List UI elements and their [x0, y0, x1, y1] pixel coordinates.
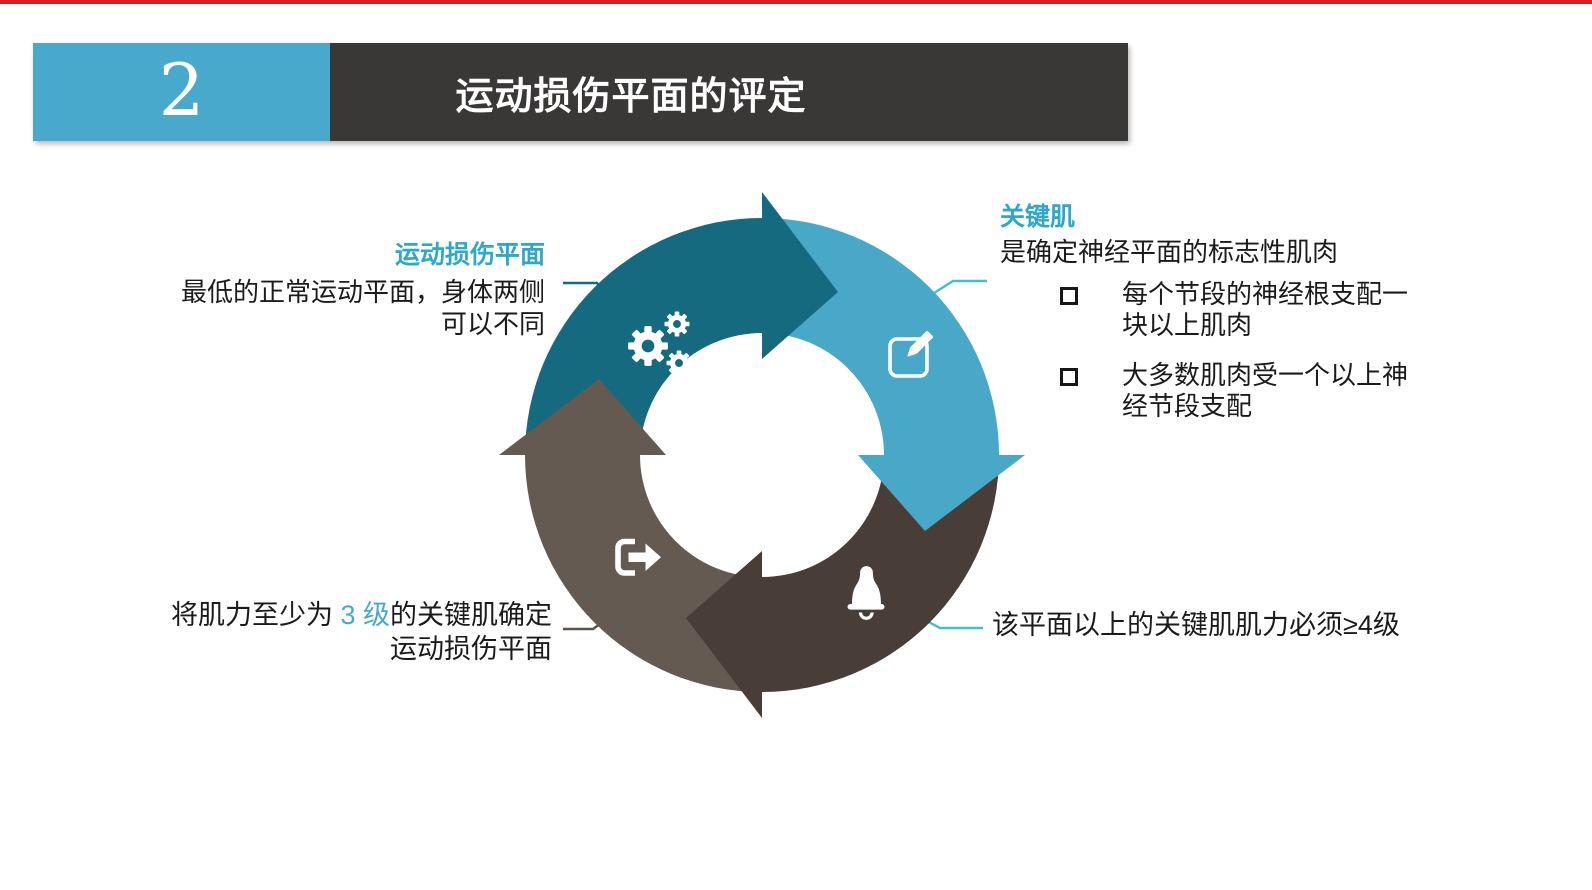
callout-text-line: 该平面以上的关键肌肌力必须≥4级 — [992, 610, 1400, 640]
bullet-item: 大多数肌肉受一个以上神经节段支配 — [1060, 360, 1430, 422]
callout-strength-requirement: 该平面以上的关键肌肌力必须≥4级 — [992, 608, 1400, 642]
bullet-text: 大多数肌肉受一个以上神经节段支配 — [1122, 360, 1409, 421]
text-suffix: 的关键肌确定 — [390, 600, 552, 630]
arrowhead-left — [499, 379, 666, 455]
callout-text-line: 可以不同 — [440, 309, 545, 339]
bullet-item: 每个节段的神经根支配一块以上肌肉 — [1060, 279, 1430, 341]
callout-subtitle: 是确定神经平面的标志性肌肉 — [1000, 237, 1339, 267]
callout-key-muscles: 关键肌 是确定神经平面的标志性肌肉 每个节段的神经根支配一块以上肌肉 大多数肌肉… — [1000, 202, 1430, 441]
callout-grade-3: 将肌力至少为 3 级的关键肌确定 运动损伤平面 — [122, 598, 552, 666]
arrowhead-bottom — [686, 551, 762, 718]
top-red-strip — [0, 0, 1592, 4]
highlight-grade: 3 级 — [340, 600, 390, 630]
square-bullet-icon — [1060, 287, 1078, 305]
arrowhead-right — [858, 455, 1025, 531]
text-prefix: 将肌力至少为 — [170, 600, 341, 630]
exit-icon — [615, 538, 661, 576]
callout-text-line: 运动损伤平面 — [390, 634, 552, 664]
bell-icon — [847, 566, 885, 620]
square-bullet-icon — [1060, 368, 1078, 386]
page-title: 运动损伤平面的评定 — [455, 75, 807, 118]
arrowhead-top — [762, 192, 838, 359]
callout-text-line: 将肌力至少为 3 级的关键肌确定 — [122, 598, 552, 632]
cycle-diagram — [499, 192, 1025, 718]
title-bar: 运动损伤平面的评定 — [330, 43, 1128, 141]
slide-header: 2 运动损伤平面的评定 — [33, 43, 1128, 141]
bullet-text: 每个节段的神经根支配一块以上肌肉 — [1122, 279, 1409, 340]
section-number-box: 2 — [33, 43, 330, 141]
callout-title: 运动损伤平面 — [394, 241, 545, 269]
edit-icon — [888, 331, 933, 378]
callout-motor-injury-level: 运动损伤平面 最低的正常运动平面，身体两侧 可以不同 — [115, 240, 545, 340]
section-number: 2 — [158, 48, 205, 132]
callout-title: 关键肌 — [1000, 203, 1076, 231]
callout-text-line: 最低的正常运动平面，身体两侧 — [180, 277, 545, 307]
